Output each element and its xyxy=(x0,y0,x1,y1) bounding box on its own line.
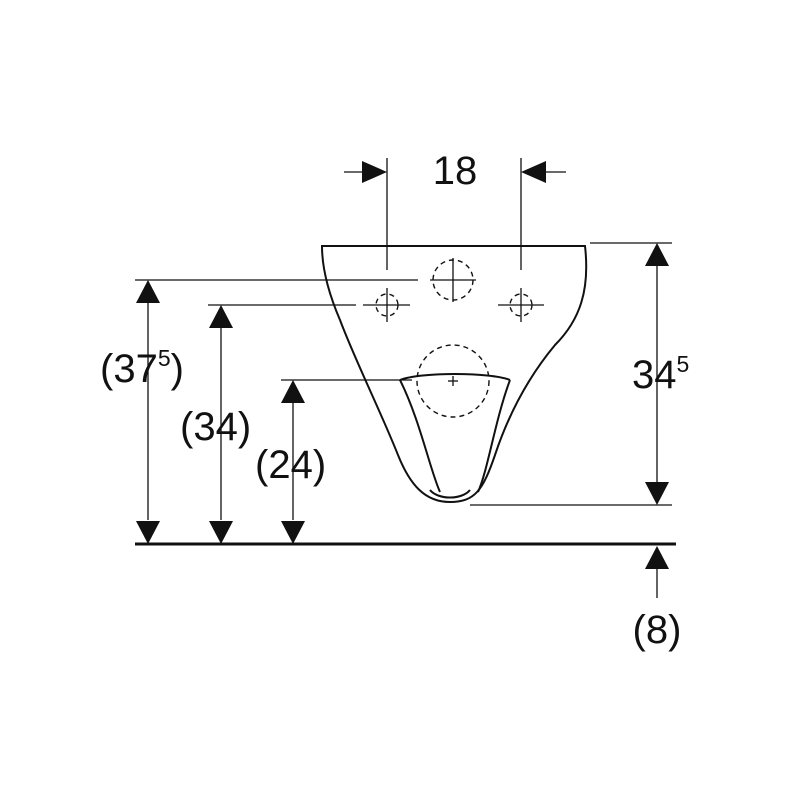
label-8: (8) xyxy=(633,608,682,652)
fixing-hole-left xyxy=(363,288,410,322)
bowl-outline xyxy=(320,245,588,504)
bowl-inner-contour xyxy=(399,373,511,493)
dimension-8: (8) xyxy=(633,546,682,652)
label-37-5: (375) xyxy=(100,345,184,391)
drain-outlet xyxy=(416,344,490,418)
label-34: (34) xyxy=(180,405,251,449)
dimension-24: (24) xyxy=(255,379,412,544)
label-34-5: 345 xyxy=(632,351,689,397)
dimension-18: 18 xyxy=(344,149,566,270)
label-24: (24) xyxy=(255,443,326,487)
bowl-lower-contour xyxy=(429,489,471,499)
water-inlet xyxy=(430,258,476,302)
dimension-37-5: (375) xyxy=(100,279,418,544)
fixing-hole-right xyxy=(498,288,544,322)
dimension-34-5: 345 xyxy=(470,242,689,506)
dimension-34: (34) xyxy=(180,304,356,544)
label-18: 18 xyxy=(433,149,478,193)
